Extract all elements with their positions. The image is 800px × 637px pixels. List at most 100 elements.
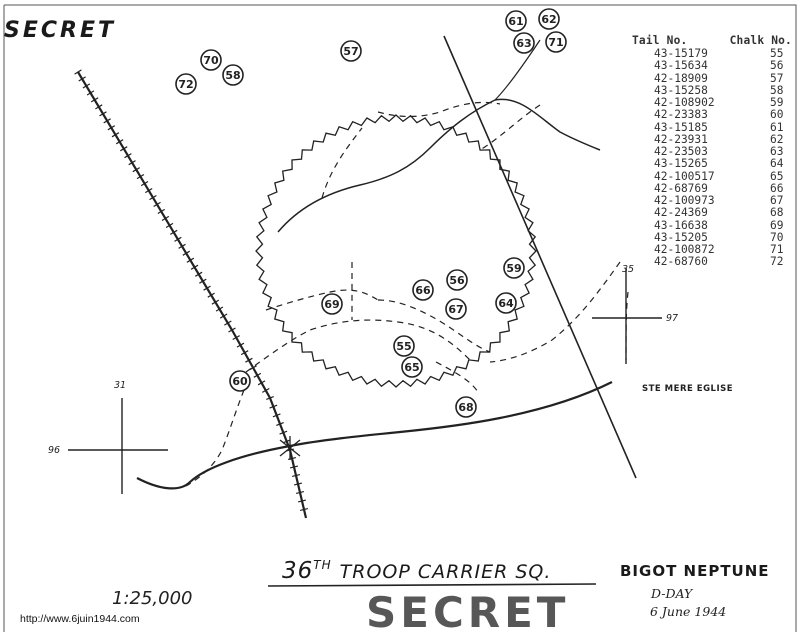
map-scale: 1:25,000 — [112, 588, 193, 609]
chalk-marker-circle — [513, 32, 535, 54]
railway-tick — [140, 180, 149, 187]
railway-tick — [253, 372, 262, 378]
chalk-marker-circle — [200, 49, 222, 71]
chalk-marker-circle — [545, 31, 567, 53]
chalk-number: 67 — [770, 194, 784, 207]
tail-number: 42-108902 — [654, 96, 715, 109]
railway-tick — [199, 278, 207, 284]
railway-tick — [262, 387, 270, 393]
chalk-marker: 72 — [175, 73, 197, 95]
railway-tick — [90, 97, 99, 103]
chalk-marker-label: 65 — [404, 361, 419, 374]
railway-tick — [215, 306, 224, 312]
source-url: http://www.6juin1944.com — [20, 613, 140, 625]
tail-number: 42-23503 — [654, 145, 708, 158]
road-north — [277, 98, 601, 233]
chalk-marker-label: 64 — [498, 297, 514, 310]
railway-tick — [165, 222, 174, 229]
railway-tick — [240, 350, 249, 356]
chalk-marker-label: 60 — [232, 375, 248, 388]
tail-number: 42-68769 — [654, 181, 708, 195]
chalk-marker: 69 — [321, 293, 343, 315]
table-row: 42-68769 66 — [632, 181, 792, 195]
chalk-column-header: Chalk No. — [729, 34, 792, 47]
railway-tick — [149, 194, 157, 201]
tail-number: 43-15205 — [654, 230, 708, 244]
chalk-marker: 64 — [495, 292, 517, 314]
chalk-number: 57 — [770, 71, 784, 85]
date-label: 6 June 1944 — [650, 604, 727, 619]
chalk-marker-label: 66 — [415, 284, 431, 297]
title-suffix: TH — [313, 558, 332, 572]
chalk-marker-label: 58 — [225, 69, 240, 82]
chalk-number: 66 — [770, 181, 784, 195]
chalk-number: 68 — [770, 206, 784, 220]
chalk-marker-circle — [401, 356, 423, 378]
chalk-marker-circle — [445, 298, 467, 320]
dday-label: D-DAY — [651, 586, 693, 601]
railway-tick — [178, 243, 186, 249]
chalk-marker: 60 — [229, 370, 251, 392]
chalk-marker-label: 59 — [506, 262, 521, 275]
chalk-marker-label: 63 — [516, 37, 531, 50]
table-row: 43-15205 70 — [632, 230, 792, 244]
railway-tick — [295, 491, 305, 494]
chalk-number: 61 — [770, 120, 784, 134]
chalk-marker-circle — [229, 370, 251, 392]
railway-tick — [78, 76, 86, 82]
chalk-number: 70 — [770, 230, 784, 244]
tail-number: 43-15258 — [654, 83, 708, 97]
tail-number: 42-100517 — [654, 169, 715, 183]
road-south — [136, 381, 613, 490]
railway-tick — [174, 236, 182, 242]
railway-line — [74, 69, 309, 519]
chalk-marker-circle — [455, 396, 477, 418]
tail-number: 42-100973 — [654, 194, 715, 207]
tail-number: 42-100872 — [654, 243, 715, 256]
chalk-number: 62 — [770, 132, 784, 146]
chalk-marker-label: 69 — [324, 298, 339, 311]
chalk-marker: 71 — [545, 31, 567, 53]
chalk-marker-circle — [412, 279, 434, 301]
title-underline — [268, 583, 597, 587]
chalk-number: 58 — [770, 83, 784, 97]
railway-tick — [144, 187, 153, 194]
secret-stamp-bottom: SECRET — [366, 588, 570, 637]
railway-tick — [111, 132, 120, 138]
railway-tick — [224, 320, 232, 326]
chalk-marker-label: 71 — [548, 36, 563, 49]
chalk-marker-circle — [393, 335, 415, 357]
chalk-marker: 55 — [393, 335, 415, 357]
railway-tick — [132, 167, 141, 173]
chalk-marker-circle — [505, 10, 527, 32]
chalk-marker-label: 61 — [508, 15, 523, 28]
railway-tick — [82, 83, 91, 89]
railway-tick — [161, 215, 170, 222]
railway-tick — [99, 111, 107, 117]
drop-zone-circle — [255, 114, 537, 388]
railway-tick — [232, 335, 240, 341]
tail-number: 42-68760 — [654, 255, 708, 269]
railway-tick — [257, 380, 266, 386]
chalk-marker-label: 70 — [203, 54, 219, 67]
chalk-marker: 57 — [340, 40, 362, 62]
chalk-marker-label: 67 — [448, 303, 463, 316]
railway-tick — [86, 90, 95, 96]
grid-label-97: 97 — [666, 313, 679, 324]
railway-tick — [95, 104, 103, 110]
railway-tick — [279, 430, 288, 435]
railway-tick — [289, 465, 299, 469]
railway-tick — [153, 201, 161, 208]
railway-tick — [74, 69, 82, 75]
table-row: 42-100973 67 — [632, 194, 792, 207]
chalk-marker-circle — [175, 73, 197, 95]
railway-tick — [203, 285, 211, 291]
chalk-marker-circle — [340, 40, 362, 62]
chalk-number: 56 — [770, 59, 784, 73]
